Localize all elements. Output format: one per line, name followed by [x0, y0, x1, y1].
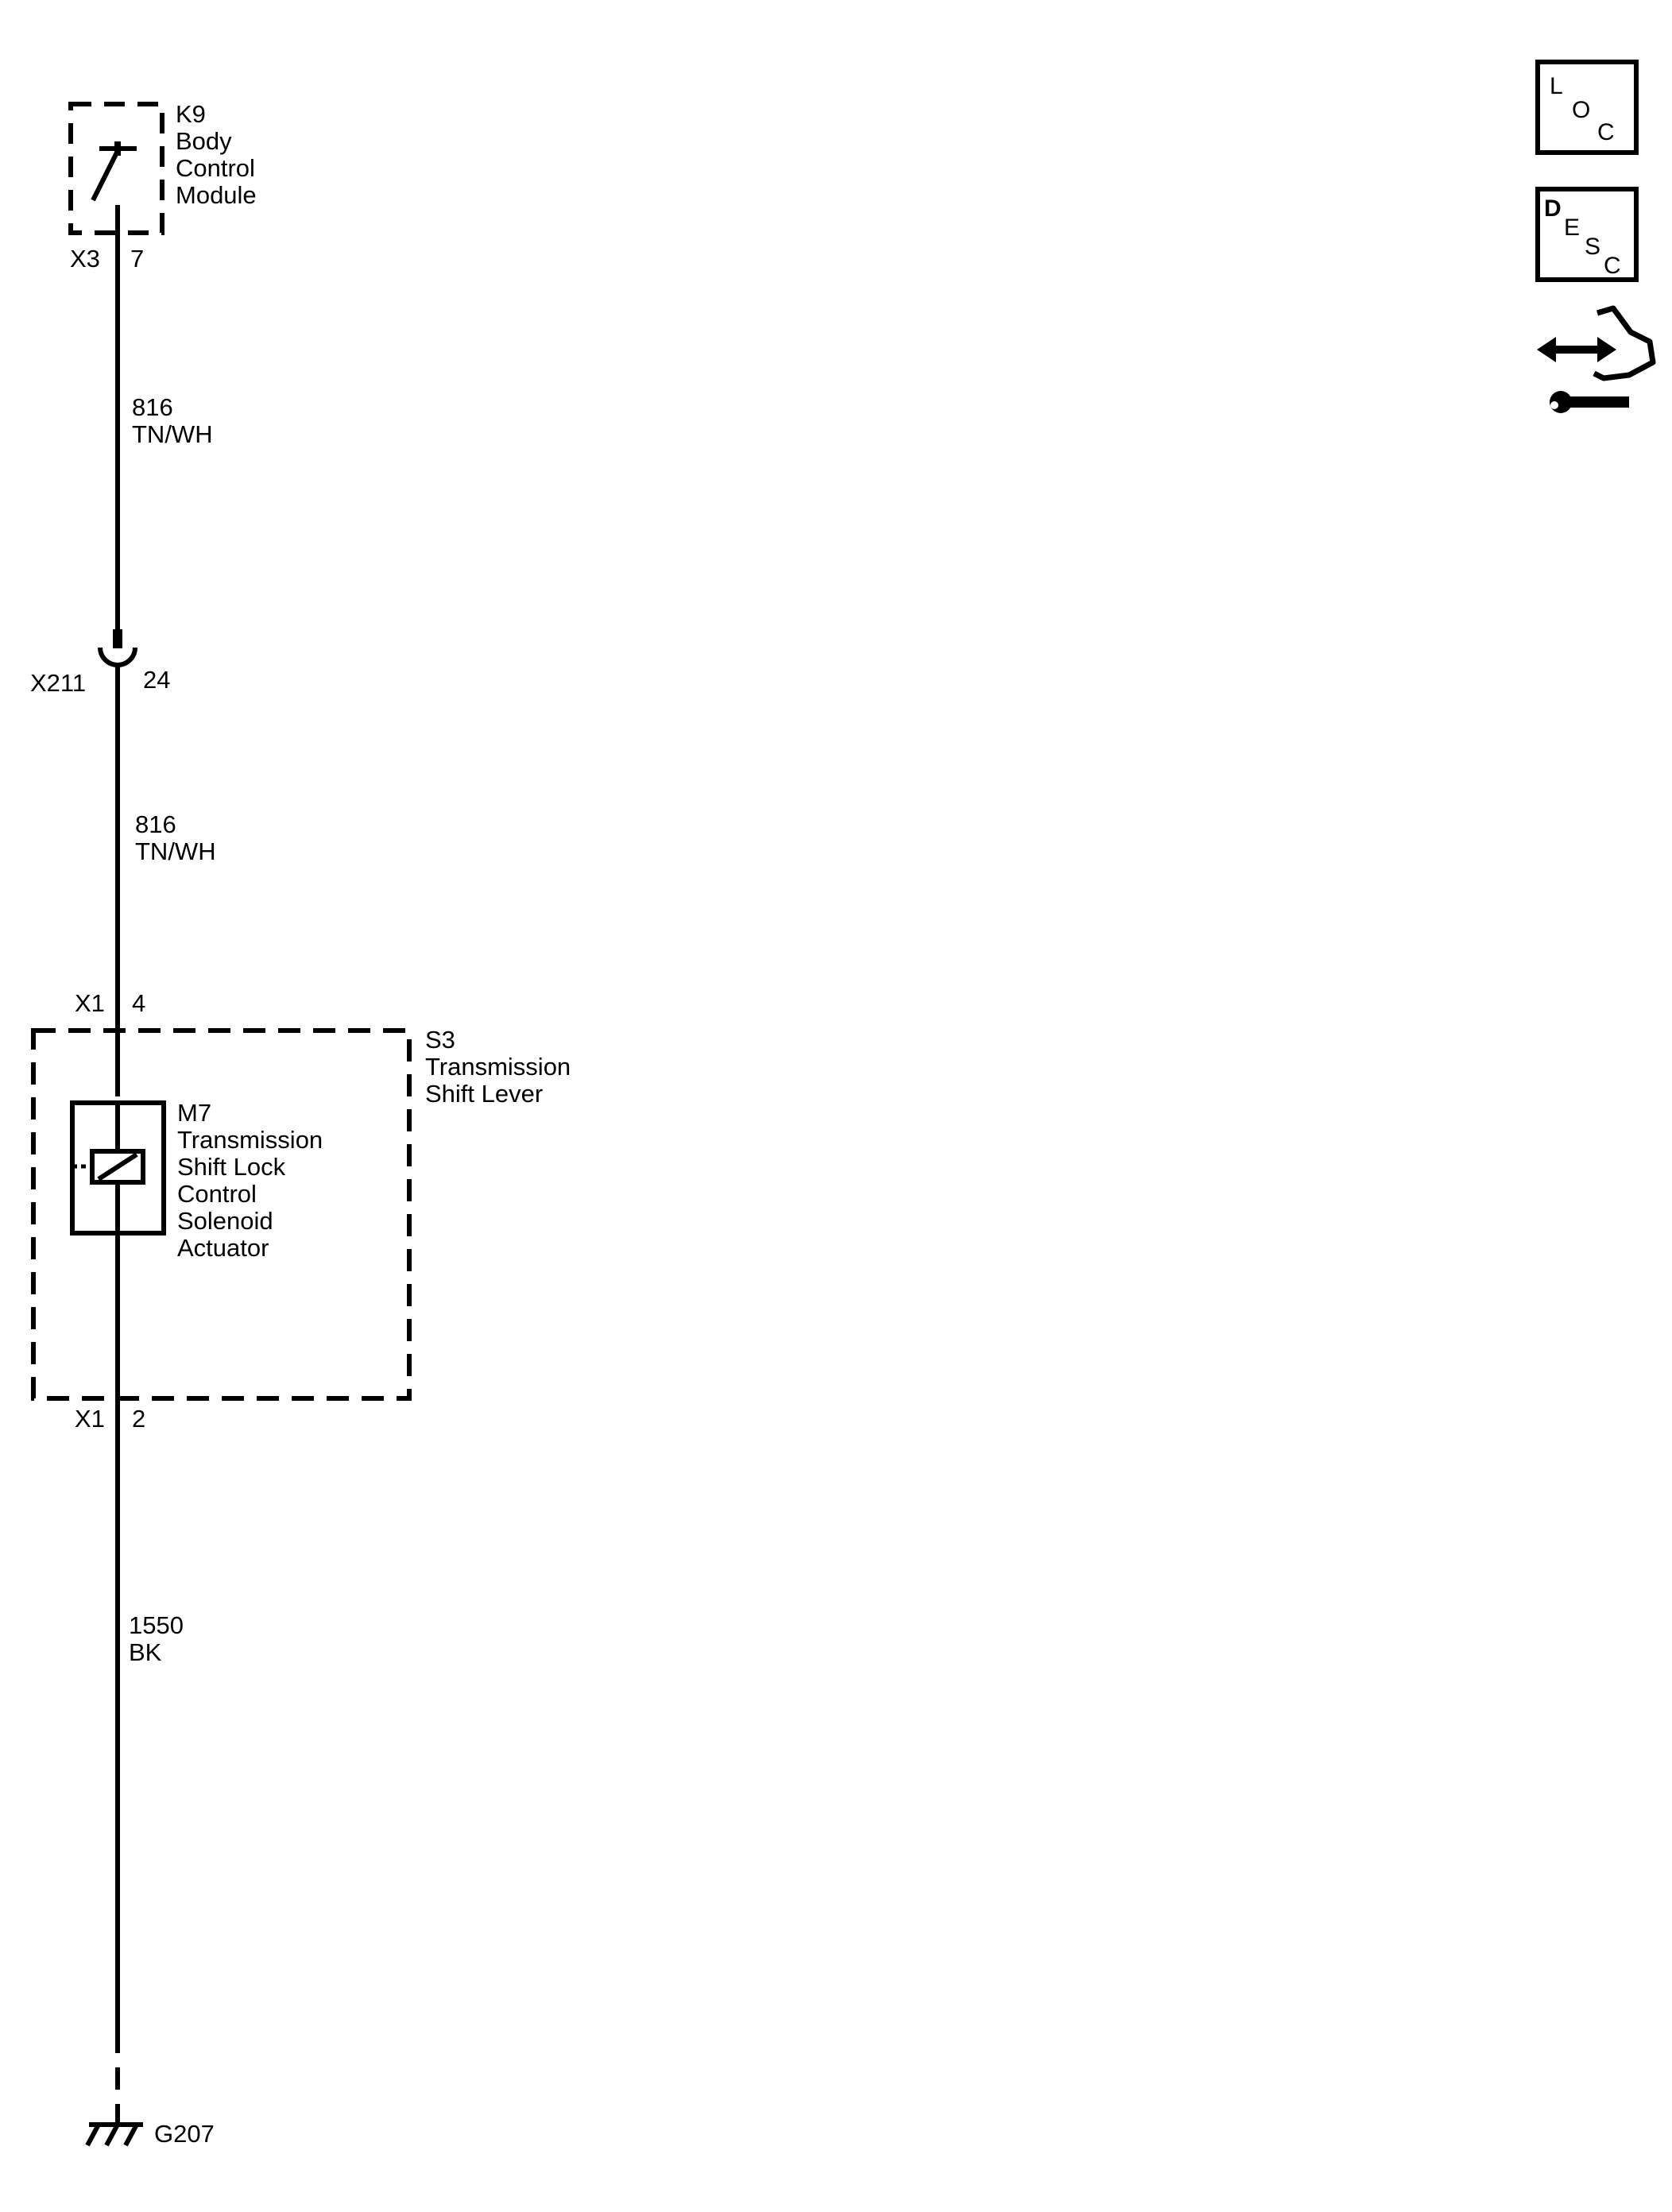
- inline-connector-pin: [113, 629, 122, 648]
- s3-name-line-1: Transmission: [425, 1053, 571, 1081]
- k9-name-line-2: Control: [176, 154, 255, 182]
- wire-3-circuit: 1550: [129, 1611, 184, 1639]
- s3-top-pin-label: 4: [132, 989, 145, 1017]
- connector-service-icon[interactable]: [1537, 305, 1656, 413]
- s3-dashed-outline: [31, 1028, 412, 1401]
- m7-name-line-1: Transmission: [177, 1126, 323, 1154]
- k9-pin-label: 7: [130, 245, 144, 273]
- m7-shift-lock-solenoid[interactable]: M7 Transmission Shift Lock Control Solen…: [70, 1099, 323, 1262]
- connector-cup-icon: [98, 647, 137, 667]
- m7-name-line-4: Solenoid: [177, 1207, 273, 1235]
- desc-icon[interactable]: D E S C: [1535, 187, 1639, 282]
- k9-dashed-outline: [68, 102, 164, 235]
- k9-name-line-1: Body: [176, 127, 232, 155]
- m7-name-line-3: Control: [177, 1180, 257, 1208]
- k9-ref: K9: [176, 100, 206, 128]
- loc-letter-3: C: [1597, 119, 1615, 145]
- desc-letter-3: S: [1585, 234, 1600, 260]
- s3-bottom-connector-label: X1: [75, 1405, 105, 1433]
- k9-body-control-module[interactable]: K9 Body Control Module: [68, 100, 257, 235]
- s3-ref: S3: [425, 1026, 455, 1054]
- desc-letter-1: D: [1544, 195, 1562, 222]
- x211-inline-connector[interactable]: [98, 647, 137, 667]
- m7-name-line-5: Actuator: [177, 1234, 269, 1262]
- loc-letter-2: O: [1572, 97, 1590, 123]
- k9-name-line-3: Module: [176, 181, 257, 209]
- k9-connector-label: X3: [70, 245, 100, 273]
- ground-icon: [85, 2122, 143, 2147]
- wire-1-circuit: 816: [132, 393, 173, 421]
- desc-letter-4: C: [1604, 253, 1621, 279]
- x211-connector-label: X211: [30, 669, 86, 697]
- wire-2-circuit: 816: [135, 810, 176, 838]
- wire-2-color: TN/WH: [135, 837, 216, 865]
- ground-g207[interactable]: G207: [85, 2120, 215, 2148]
- switch-icon: [91, 141, 137, 202]
- s3-name-line-2: Shift Lever: [425, 1080, 543, 1108]
- loc-letter-1: L: [1550, 73, 1563, 99]
- m7-ref: M7: [177, 1099, 211, 1127]
- s3-bottom-pin-label: 2: [132, 1405, 145, 1433]
- desc-letter-2: E: [1564, 215, 1580, 241]
- m7-name-line-2: Shift Lock: [177, 1153, 286, 1181]
- x211-pin-label: 24: [143, 666, 170, 694]
- wire-1-color: TN/WH: [132, 420, 213, 448]
- wire-3-color: BK: [129, 1638, 162, 1666]
- loc-icon[interactable]: L O C: [1535, 60, 1639, 155]
- solenoid-coil-icon: [72, 1149, 145, 1185]
- s3-top-connector-label: X1: [75, 989, 105, 1017]
- ground-ref: G207: [154, 2120, 215, 2148]
- s3-transmission-shift-lever[interactable]: S3 Transmission Shift Lever: [31, 1026, 571, 1401]
